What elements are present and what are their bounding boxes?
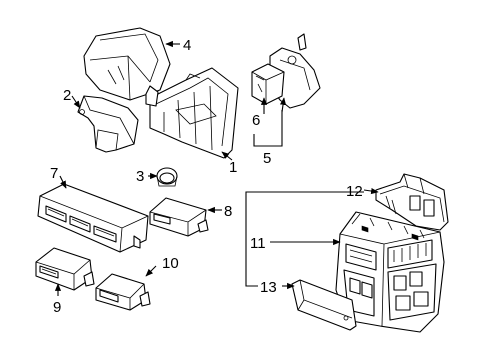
leader-5 — [279, 97, 287, 113]
callout-11: 11 — [250, 235, 266, 252]
callout-6: 6 — [252, 112, 260, 129]
part-2-bracket — [77, 95, 139, 153]
callout-10: 10 — [162, 255, 179, 272]
callout-9: 9 — [53, 299, 61, 316]
callout-8: 8 — [224, 203, 232, 220]
bracket-5 — [253, 110, 283, 147]
callout-7: 7 — [50, 165, 58, 182]
callout-3: 3 — [136, 168, 144, 185]
part-9-module — [35, 247, 95, 291]
leader-1 — [221, 151, 233, 161]
leader-10 — [145, 265, 157, 277]
leader-2 — [71, 95, 81, 109]
callout-2: 2 — [63, 87, 71, 104]
part-4-cover — [83, 27, 171, 101]
callout-13: 13 — [260, 279, 277, 296]
leader-12 — [363, 187, 379, 195]
part-1-tray — [145, 67, 239, 159]
callout-1: 1 — [229, 159, 237, 176]
part-6-relay — [251, 33, 321, 109]
part-12-cover — [375, 173, 449, 231]
part-3-grommet — [156, 167, 178, 187]
part-13-module — [291, 279, 357, 331]
leader-7 — [59, 175, 67, 189]
part-10-module — [95, 273, 151, 311]
callout-5: 5 — [263, 150, 271, 167]
part-8-module — [149, 197, 209, 237]
part-7-module — [37, 183, 149, 253]
part-11-fusebox — [335, 211, 445, 333]
bracket-11 — [245, 191, 258, 287]
callout-4: 4 — [183, 37, 191, 54]
